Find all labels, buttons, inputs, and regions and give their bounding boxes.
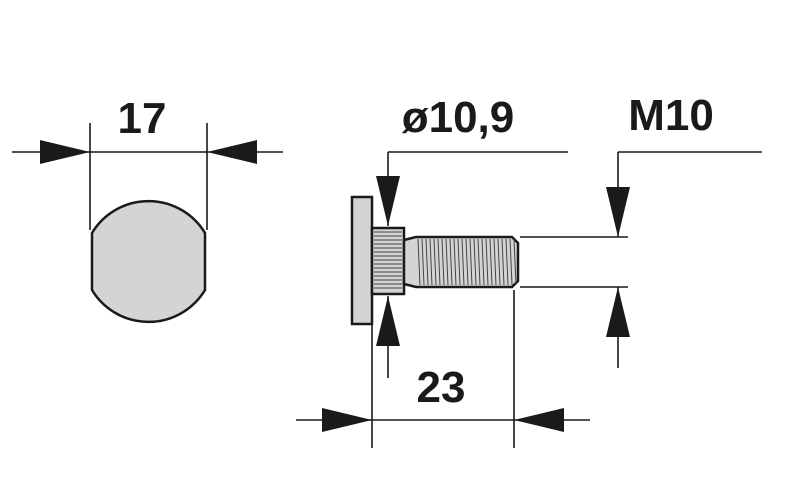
head-front-view	[90, 199, 207, 324]
bolt-head	[350, 195, 374, 326]
thread-line	[441, 238, 445, 286]
thread-line	[477, 238, 481, 286]
thread-line	[505, 238, 509, 286]
thread-pattern	[417, 238, 517, 286]
dimension-shoulder-diameter: ø10,9	[376, 93, 568, 378]
knurl-pattern	[374, 231, 402, 289]
thread-line	[485, 238, 489, 286]
bolt-side-view	[350, 195, 520, 326]
shoulder-diameter-label: ø10,9	[402, 93, 515, 142]
arrow-up-pointing	[376, 296, 400, 346]
threaded-shank	[402, 235, 520, 289]
thread-line	[465, 238, 469, 286]
dimension-thread-size: M10	[520, 91, 762, 368]
thread-line	[425, 238, 429, 286]
knurled-shoulder	[370, 226, 406, 296]
thread-line	[461, 238, 465, 286]
arrow-up-pointing	[606, 287, 630, 337]
length-label: 23	[417, 363, 466, 412]
thread-line	[437, 238, 441, 286]
head-outline	[90, 199, 207, 324]
thread-line	[509, 238, 513, 286]
thread-line	[433, 238, 437, 286]
arrow-left-pointing	[207, 140, 257, 164]
thread-size-label: M10	[628, 91, 714, 140]
thread-line	[481, 238, 485, 286]
thread-line	[501, 238, 505, 286]
thread-line	[429, 238, 433, 286]
thread-line	[421, 238, 425, 286]
thread-line	[497, 238, 501, 286]
thread-line	[457, 238, 461, 286]
thread-line	[473, 238, 477, 286]
head-width-label: 17	[118, 94, 167, 143]
dimension-length: 23	[296, 290, 590, 448]
thread-line	[493, 238, 497, 286]
arrow-left-pointing	[514, 408, 564, 432]
thread-line	[489, 238, 493, 286]
thread-line	[469, 238, 473, 286]
dimension-head-width: 17	[12, 94, 283, 230]
thread-line	[417, 238, 421, 286]
thread-line	[449, 238, 453, 286]
arrow-down-pointing	[606, 187, 630, 237]
arrow-down-pointing	[376, 176, 400, 226]
thread-line	[453, 238, 457, 286]
thread-line	[513, 238, 517, 286]
arrow-right-pointing	[322, 408, 372, 432]
thread-line	[445, 238, 449, 286]
arrow-right-pointing	[40, 140, 90, 164]
